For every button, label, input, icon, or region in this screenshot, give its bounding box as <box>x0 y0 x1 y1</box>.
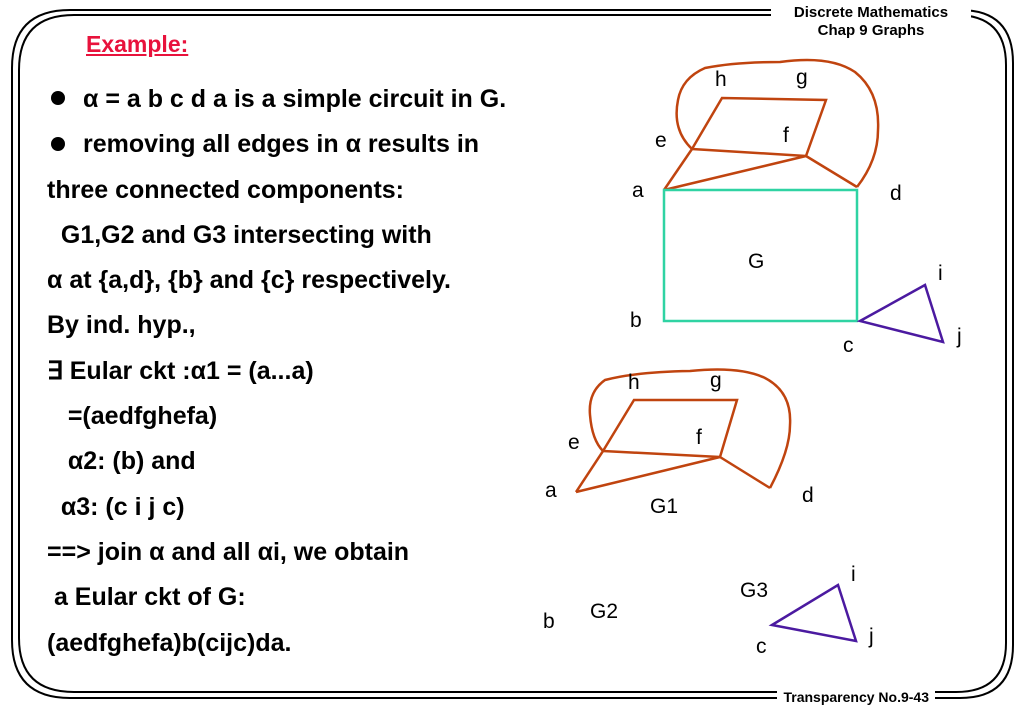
vertex-label: b <box>630 309 642 332</box>
circuit-a-b-c-d <box>662 188 859 323</box>
line-text: α2: (b) and <box>47 447 196 476</box>
text-line: By ind. hyp., <box>47 303 506 348</box>
vertex-label: b <box>543 610 555 633</box>
line-text: α at {a,d}, {b} and {c} respectively. <box>47 266 451 295</box>
edge-a-e <box>574 450 605 493</box>
edge-f-d <box>805 154 858 189</box>
edge-a-f <box>663 154 807 192</box>
edge-e-h-g-f <box>690 96 828 157</box>
line-text: three connected components: <box>47 175 404 204</box>
edge-e-f <box>691 147 807 158</box>
line-text: ==> join α and all αi, we obtain <box>47 537 410 566</box>
text-line: G1,G2 and G3 intersecting with <box>47 213 506 258</box>
text-line: α2: (b) and <box>47 439 506 484</box>
line-text: ∃ Eular ckt :α1 = (a...a) <box>47 356 314 385</box>
line-text: G1,G2 and G3 intersecting with <box>47 220 432 249</box>
graph-G: h g e f a d b c i j G <box>630 58 962 357</box>
text-line: (aedfghefa)b(cijc)da. <box>47 621 506 666</box>
vertex-label: h <box>628 371 640 394</box>
vertex-label: d <box>802 484 814 507</box>
edge-e-h-g-f <box>601 398 739 458</box>
vertex-label: f <box>783 124 789 147</box>
bullet-icon <box>51 136 65 151</box>
triangle-c-i-j <box>768 583 858 643</box>
proof-text: α = a b c d a is a simple circuit in G. r… <box>47 77 506 666</box>
vertex-label: a <box>545 479 557 502</box>
text-line: a Eular ckt of G: <box>47 575 506 620</box>
course-title: Discrete Mathematics <box>793 4 949 21</box>
vertex-label: c <box>843 334 854 357</box>
bullet-icon <box>51 91 65 106</box>
line-text: removing all edges in α results in <box>83 130 480 159</box>
vertex-label: h <box>715 68 727 91</box>
line-text: By ind. hyp., <box>47 311 196 340</box>
graph-label-G3: G3 <box>740 579 768 602</box>
graph-label-G1: G1 <box>650 495 678 518</box>
vertex-label: d <box>890 182 902 205</box>
vertex-label: e <box>655 129 667 152</box>
text-line: α = a b c d a is a simple circuit in G. <box>47 77 506 122</box>
graph-G2: b G2 <box>543 600 618 633</box>
vertex-label: j <box>956 325 962 348</box>
vertex-label: g <box>710 369 722 392</box>
example-heading: Example: <box>86 31 189 57</box>
vertex-label: j <box>868 625 874 648</box>
line-text: α3: (c i j c) <box>47 492 185 521</box>
text-line: α3: (c i j c) <box>47 485 506 530</box>
text-line: α at {a,d}, {b} and {c} respectively. <box>47 258 506 303</box>
text-line: removing all edges in α results in <box>47 122 506 167</box>
edge-f-d <box>719 455 771 490</box>
triangle-c-i-j <box>856 283 945 344</box>
text-line: ==> join α and all αi, we obtain <box>47 530 506 575</box>
vertex-label: a <box>632 179 644 202</box>
vertex-label: i <box>938 262 943 285</box>
graph-label-G: G <box>748 250 764 273</box>
vertex-label: g <box>796 66 808 89</box>
slide-header: Discrete Mathematics Chap 9 Graphs <box>771 4 971 40</box>
line-text: α = a b c d a is a simple circuit in G. <box>83 85 507 113</box>
edge-e-f <box>602 449 721 459</box>
edge-a-f <box>575 455 721 494</box>
graph-label-G2: G2 <box>590 600 618 623</box>
text-line: ∃ Eular ckt :α1 = (a...a) <box>47 349 506 394</box>
line-text: =(aedfghefa) <box>47 402 218 431</box>
graph-G3: i j c G3 <box>740 563 874 658</box>
line-text: a Eular ckt of G: <box>47 583 246 612</box>
vertex-label: i <box>851 563 856 586</box>
vertex-label: c <box>756 635 767 658</box>
graph-G1: h g e f a d G1 <box>545 368 814 518</box>
text-line: three connected components: <box>47 168 506 213</box>
text-line: =(aedfghefa) <box>47 394 506 439</box>
vertex-label: f <box>696 426 702 449</box>
transparency-number: Transparency No.9-43 <box>777 689 935 705</box>
edge-curve-d-e <box>675 58 880 188</box>
chapter-title: Chap 9 Graphs <box>817 22 925 39</box>
edge-curve-d-e <box>588 368 792 489</box>
line-text: (aedfghefa)b(cijc)da. <box>47 628 292 657</box>
edge-a-e <box>662 148 694 191</box>
vertex-label: e <box>568 431 580 454</box>
